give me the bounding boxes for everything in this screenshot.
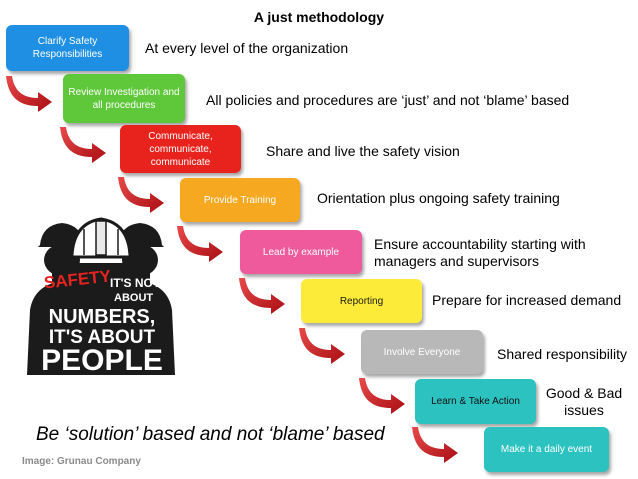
- step-clarify-safety: Clarify Safety Responsibilities: [6, 25, 129, 71]
- step-involve-everyone: Involve Everyone: [361, 330, 483, 374]
- safety-poster: SAFETY IT'S NOT ABOUT NUMBERS, IT'S ABOU…: [27, 217, 175, 377]
- step-label: Make it a daily event: [500, 444, 593, 455]
- poster-line-its-about: IT'S ABOUT: [49, 327, 156, 348]
- step-label: Communicate, communicate, communicate: [148, 130, 213, 168]
- curved-arrow-icon: [412, 427, 458, 463]
- image-credit: Image: Grunau Company: [22, 456, 141, 467]
- curved-arrow-icon: [6, 76, 52, 112]
- step-provide-training: Provide Training: [180, 178, 300, 222]
- step-description-lead: Ensure accountability starting with mana…: [374, 236, 586, 269]
- step-label: Clarify Safety Responsibilities: [32, 36, 103, 60]
- hard-hat-icon: [67, 217, 135, 259]
- step-label: Review Investigation and all procedures: [68, 86, 180, 111]
- step-learn-take-action: Learn & Take Action: [415, 379, 536, 424]
- step-communicate: Communicate, communicate, communicate: [120, 125, 241, 173]
- step-description-involve: Shared responsibility: [497, 346, 627, 362]
- curved-arrow-icon: [239, 278, 285, 314]
- curved-arrow-icon: [60, 127, 106, 163]
- step-description-reporting: Prepare for increased demand: [432, 292, 622, 308]
- step-description-learn: Good & Bad issues: [545, 385, 623, 418]
- curved-arrow-icon: [118, 177, 164, 213]
- curved-arrow-icon: [359, 378, 405, 414]
- step-label: Lead by example: [262, 246, 340, 258]
- curved-arrow-icon: [177, 226, 223, 262]
- step-description-review: All policies and procedures are ‘just’ a…: [206, 92, 570, 108]
- step-description-communicate: Share and live the safety vision: [266, 143, 460, 159]
- step-lead-by-example: Lead by example: [240, 230, 362, 274]
- step-label: Reporting: [339, 295, 384, 307]
- step-label: Involve Everyone: [383, 346, 461, 358]
- step-label: Learn & Take Action: [431, 396, 520, 407]
- step-review-investigation: Review Investigation and all procedures: [63, 74, 185, 123]
- poster-line-about: ABOUT: [114, 292, 153, 304]
- poster-line-people: PEOPLE: [41, 344, 163, 377]
- step-description-clarify: At every level of the organization: [145, 40, 349, 56]
- step-description-training: Orientation plus ongoing safety training: [317, 190, 560, 206]
- step-reporting: Reporting: [301, 279, 422, 323]
- poster-line-its-not: IT'S NOT: [110, 276, 161, 290]
- step-daily-event: Make it a daily event: [484, 427, 609, 472]
- slogan-text: Be ‘solution’ based and not ‘blame’ base…: [36, 424, 385, 445]
- curved-arrow-icon: [299, 328, 345, 364]
- poster-line-numbers: NUMBERS,: [49, 306, 156, 328]
- diagram-title: A just methodology: [253, 9, 385, 25]
- step-label: Provide Training: [203, 194, 277, 206]
